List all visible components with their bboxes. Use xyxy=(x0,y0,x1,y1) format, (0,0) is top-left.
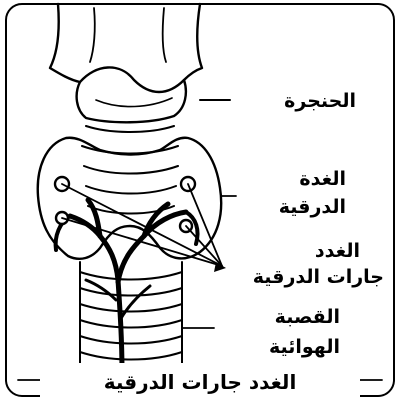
label-thyroid-line2: الدرقية xyxy=(246,194,346,220)
parathyroid-glands xyxy=(55,177,195,232)
label-trachea-line2: الهوائية xyxy=(240,334,340,360)
label-parathyroid-line2: جارات الدرقية xyxy=(224,264,384,290)
label-parathyroid-line1: الغدد xyxy=(260,238,360,264)
larynx-shape xyxy=(50,4,230,122)
label-larynx: الحنجرة xyxy=(236,88,356,114)
label-thyroid-line1: الغدة xyxy=(246,166,346,192)
figure-caption: الغدد جارات الدرقية xyxy=(40,363,360,401)
label-trachea-line1: القصبة xyxy=(240,304,340,330)
